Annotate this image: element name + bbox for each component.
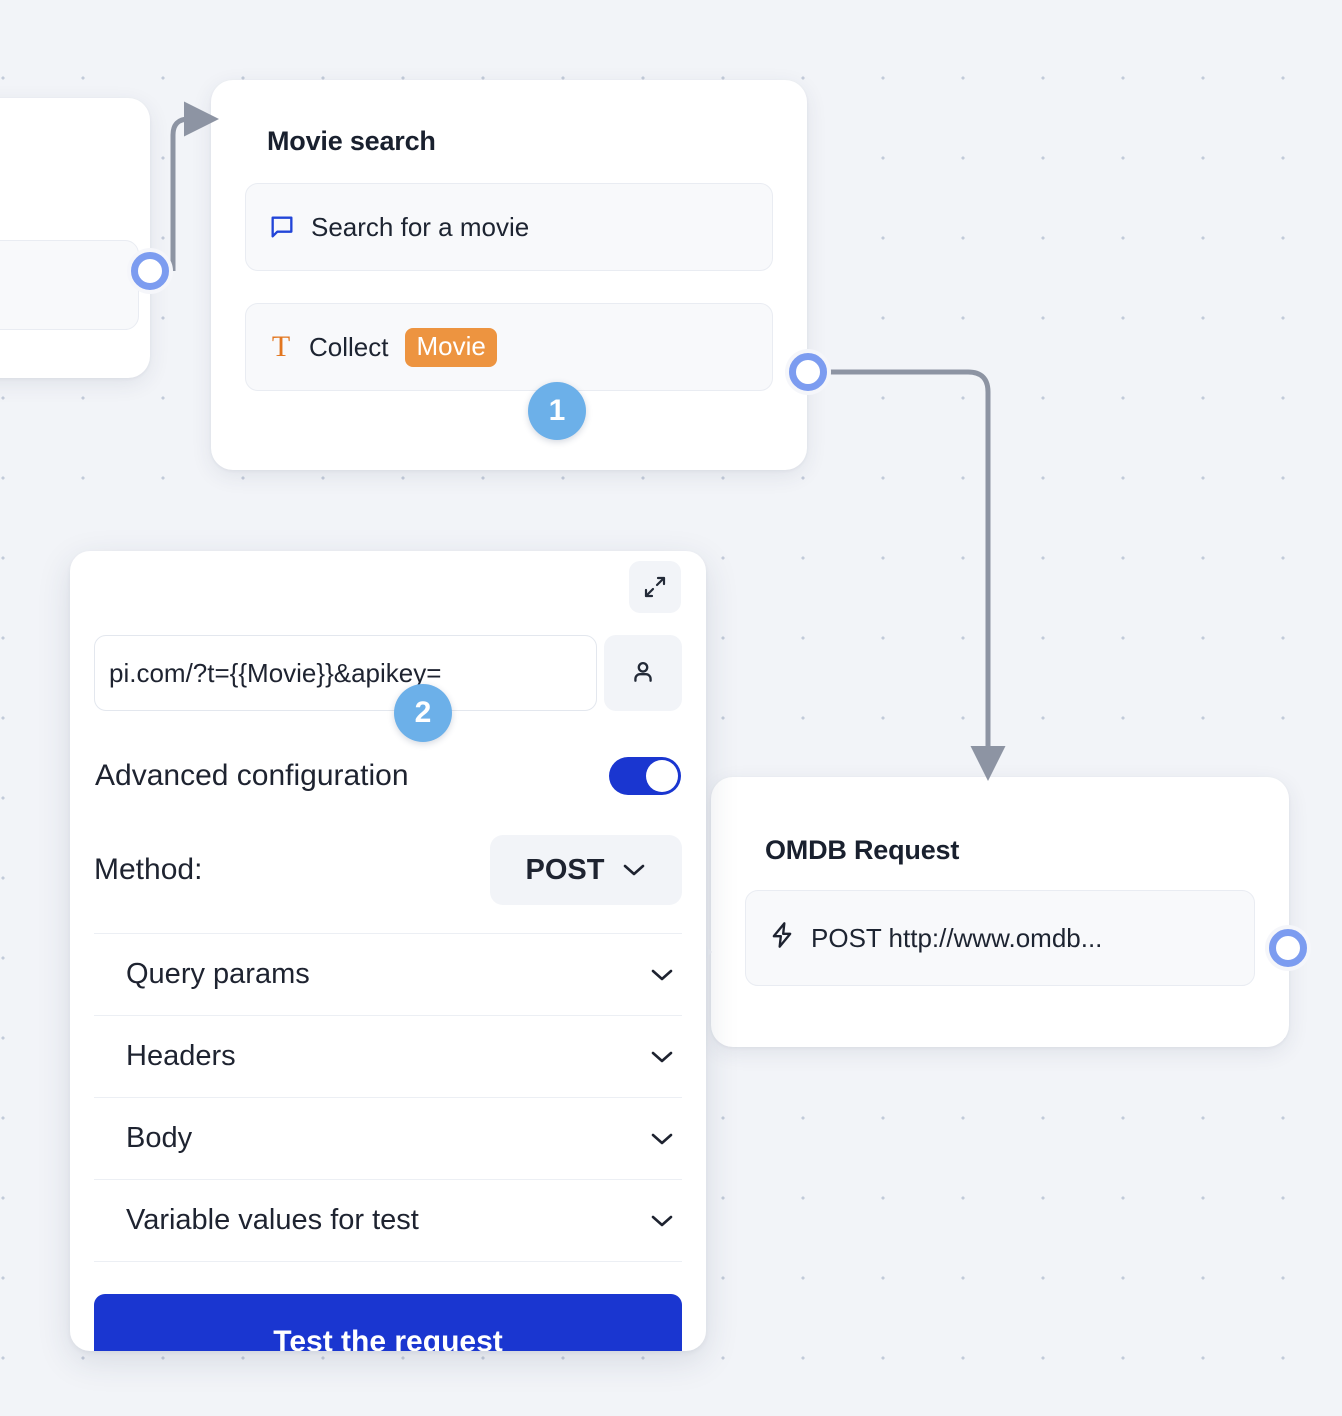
- step-badge-1: 1: [528, 382, 586, 440]
- request-config-panel: Advanced configuration Method: POST Quer…: [70, 551, 706, 1351]
- connector-port-omdb[interactable]: [1265, 925, 1311, 971]
- expand-diagonal-icon[interactable]: [629, 561, 681, 613]
- url-row: [94, 635, 682, 711]
- lightning-icon: [768, 920, 796, 957]
- message-icon: [268, 213, 296, 241]
- node-row-placeholder: [0, 240, 139, 330]
- request-url-input[interactable]: [94, 635, 597, 711]
- person-icon-button[interactable]: [604, 635, 682, 711]
- node-movie-search[interactable]: Movie search Search for a movie T Collec…: [211, 80, 807, 470]
- method-select[interactable]: POST: [490, 835, 682, 905]
- section-label: Headers: [126, 1040, 236, 1072]
- method-value: POST: [525, 853, 605, 886]
- node-row-label: Search for a movie: [311, 211, 530, 242]
- node-card-partial-left[interactable]: [0, 98, 150, 378]
- section-label: Query params: [126, 958, 310, 990]
- text-t-icon: T: [271, 330, 291, 363]
- node-row-label: Collect: [309, 331, 389, 362]
- advanced-configuration-toggle[interactable]: [609, 757, 681, 795]
- advanced-configuration-row: Advanced configuration: [94, 757, 682, 795]
- section-headers[interactable]: Headers: [94, 1016, 682, 1098]
- section-body[interactable]: Body: [94, 1098, 682, 1180]
- node-title-movie-search: Movie search: [267, 126, 436, 156]
- step-badge-2: 2: [394, 684, 452, 742]
- chevron-down-icon: [650, 1214, 674, 1228]
- section-variable-values-for-test[interactable]: Variable values for test: [94, 1180, 682, 1262]
- chevron-down-icon: [650, 1132, 674, 1146]
- node-row-search-for-a-movie[interactable]: Search for a movie: [245, 183, 773, 271]
- section-query-params[interactable]: Query params: [94, 934, 682, 1016]
- person-icon: [629, 658, 657, 689]
- edge-left-to-movie-search: [170, 101, 219, 271]
- variable-chip-movie[interactable]: Movie: [405, 327, 497, 367]
- node-row-label: POST http://www.omdb...: [811, 922, 1103, 953]
- section-label: Variable values for test: [126, 1204, 419, 1236]
- chevron-down-icon: [622, 863, 646, 877]
- method-row: Method: POST: [94, 835, 682, 934]
- chevron-down-icon: [650, 968, 674, 982]
- method-label: Method:: [94, 853, 203, 886]
- edge-movie-search-to-omdb: [829, 369, 1006, 781]
- connector-port-movie-search[interactable]: [785, 349, 831, 395]
- node-row-collect-movie[interactable]: T Collect Movie: [245, 303, 773, 391]
- section-label: Body: [126, 1122, 193, 1154]
- node-row-post-request[interactable]: POST http://www.omdb...: [745, 890, 1255, 986]
- chevron-down-icon: [650, 1050, 674, 1064]
- advanced-configuration-label: Advanced configuration: [95, 759, 409, 792]
- node-title-omdb-request: OMDB Request: [765, 835, 960, 865]
- connector-port-left-card[interactable]: [127, 248, 173, 294]
- test-the-request-button[interactable]: Test the request: [94, 1294, 682, 1351]
- node-omdb-request[interactable]: OMDB Request POST http://www.omdb...: [697, 777, 1289, 1047]
